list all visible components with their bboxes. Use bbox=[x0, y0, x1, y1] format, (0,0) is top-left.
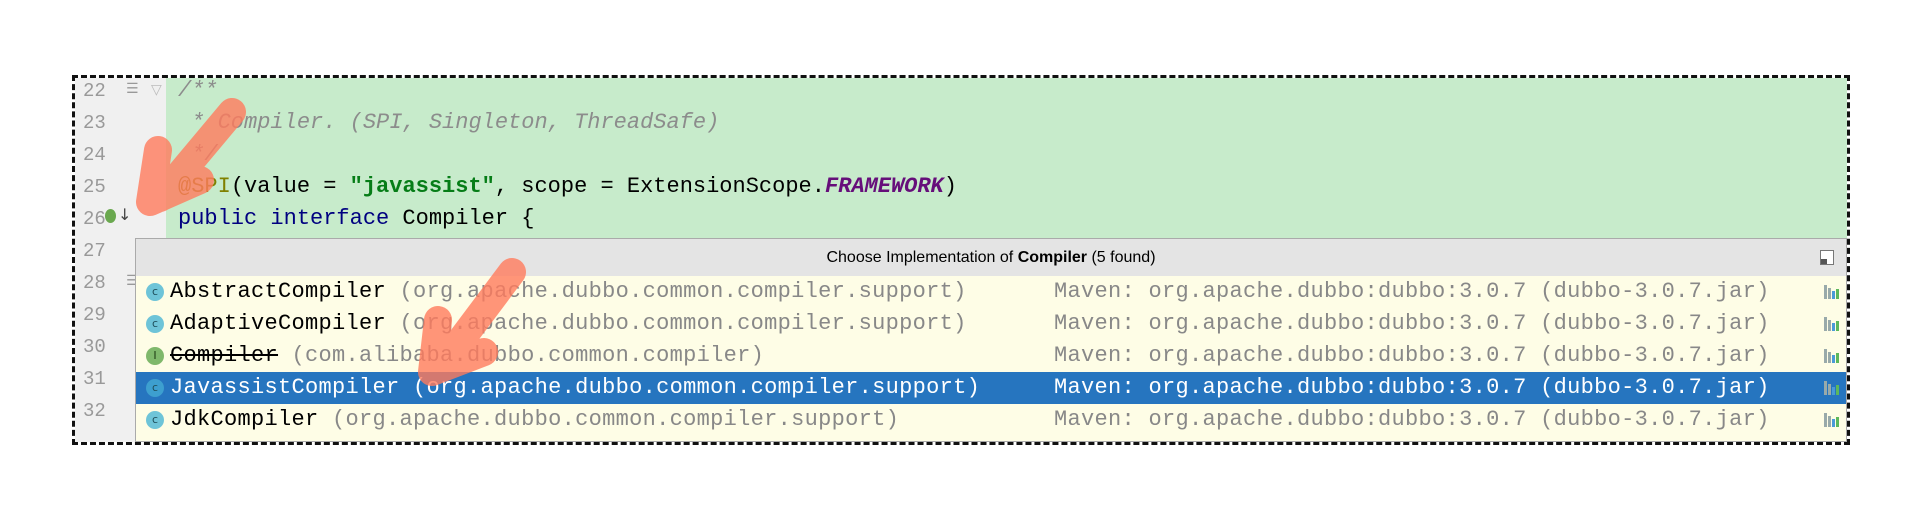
item-location: Maven: org.apache.dubbo:dubbo:3.0.7 (dub… bbox=[1054, 375, 1770, 400]
line-number: 23 bbox=[83, 112, 106, 134]
item-location: Maven: org.apache.dubbo:dubbo:3.0.7 (dub… bbox=[1054, 311, 1770, 336]
line-number: 26 bbox=[83, 208, 106, 230]
line-number: 25 bbox=[83, 176, 106, 198]
implementation-item[interactable]: I Compiler (com.alibaba.dubbo.common.comp… bbox=[136, 340, 1846, 372]
code-text: , scope = ExtensionScope. bbox=[494, 174, 825, 199]
line-number: 28 bbox=[83, 272, 106, 294]
annotation-arrow bbox=[418, 258, 526, 386]
class-icon: c bbox=[146, 283, 164, 301]
library-icon bbox=[1824, 317, 1840, 331]
item-name: JdkCompiler (org.apache.dubbo.common.com… bbox=[170, 404, 899, 436]
doc-comment-icon: ☰ bbox=[126, 81, 139, 97]
highlighted-code-block bbox=[166, 78, 1847, 238]
line-number: 22 bbox=[83, 80, 106, 102]
line-number: 30 bbox=[83, 336, 106, 358]
line-number: 27 bbox=[83, 240, 106, 262]
item-package: (com.alibaba.dubbo.common.compiler) bbox=[278, 343, 765, 368]
code-line-25: @SPI(value = "javassist", scope = Extens… bbox=[178, 171, 957, 203]
go-to-implementation-icon[interactable]: ↓ bbox=[118, 205, 132, 224]
library-icon bbox=[1824, 285, 1840, 299]
class-icon: c bbox=[146, 411, 164, 429]
class-name: Compiler bbox=[170, 343, 279, 368]
implemented-interface-icon[interactable] bbox=[105, 209, 116, 223]
choose-implementation-popup: Choose Implementation of Compiler (5 fou… bbox=[135, 238, 1847, 442]
library-icon bbox=[1824, 413, 1840, 427]
class-name: AbstractCompiler bbox=[170, 279, 387, 304]
popup-title-prefix: Choose Implementation of bbox=[826, 249, 1018, 266]
open-in-find-window-icon[interactable] bbox=[1820, 250, 1834, 265]
static-field: FRAMEWORK bbox=[824, 174, 944, 199]
interface-icon: I bbox=[146, 347, 164, 365]
item-location: Maven: org.apache.dubbo:dubbo:3.0.7 (dub… bbox=[1054, 407, 1770, 432]
line-number: 31 bbox=[83, 368, 106, 390]
fold-icon[interactable]: ▽ bbox=[151, 82, 162, 98]
line-number: 24 bbox=[83, 144, 106, 166]
screenshot-frame: 22 23 24 25 26 27 28 29 30 31 32 ☰ ☰ ▽ ↓… bbox=[72, 75, 1850, 445]
item-location: Maven: org.apache.dubbo:dubbo:3.0.7 (dub… bbox=[1054, 279, 1770, 304]
class-name: JdkCompiler bbox=[170, 407, 319, 432]
item-package: (org.apache.dubbo.common.compiler.suppor… bbox=[399, 375, 981, 400]
annotation-arrow bbox=[136, 98, 246, 216]
string-literal: "javassist" bbox=[349, 174, 495, 199]
code-line-26: public interface Compiler { bbox=[178, 203, 534, 235]
item-location: Maven: org.apache.dubbo:dubbo:3.0.7 (dub… bbox=[1054, 343, 1770, 368]
class-name: JavassistCompiler bbox=[170, 375, 400, 400]
code-text: ) bbox=[943, 174, 957, 199]
class-name: AdaptiveCompiler bbox=[170, 311, 387, 336]
keyword: public interface bbox=[178, 206, 390, 231]
code-line-22: /** bbox=[178, 78, 218, 103]
code-text: (value = bbox=[230, 174, 350, 199]
popup-title-count: (5 found) bbox=[1087, 249, 1156, 266]
item-name: Compiler (com.alibaba.dubbo.common.compi… bbox=[170, 340, 764, 372]
library-icon bbox=[1824, 381, 1840, 395]
implementation-item[interactable]: c JavassistCompiler (org.apache.dubbo.com… bbox=[136, 372, 1846, 404]
item-package: (org.apache.dubbo.common.compiler.suppor… bbox=[318, 407, 900, 432]
popup-header: Choose Implementation of Compiler (5 fou… bbox=[136, 239, 1846, 276]
line-number: 29 bbox=[83, 304, 106, 326]
implementation-item[interactable]: c JdkCompiler (org.apache.dubbo.common.co… bbox=[136, 404, 1846, 436]
implementation-list: c AbstractCompiler (org.apache.dubbo.comm… bbox=[136, 276, 1846, 436]
line-number: 32 bbox=[83, 400, 106, 422]
class-icon: c bbox=[146, 315, 164, 333]
popup-title-target: Compiler bbox=[1017, 249, 1088, 266]
item-name: JavassistCompiler (org.apache.dubbo.comm… bbox=[170, 372, 980, 404]
code-text: Compiler { bbox=[389, 206, 535, 231]
library-icon bbox=[1824, 349, 1840, 363]
class-icon: c bbox=[146, 379, 164, 397]
